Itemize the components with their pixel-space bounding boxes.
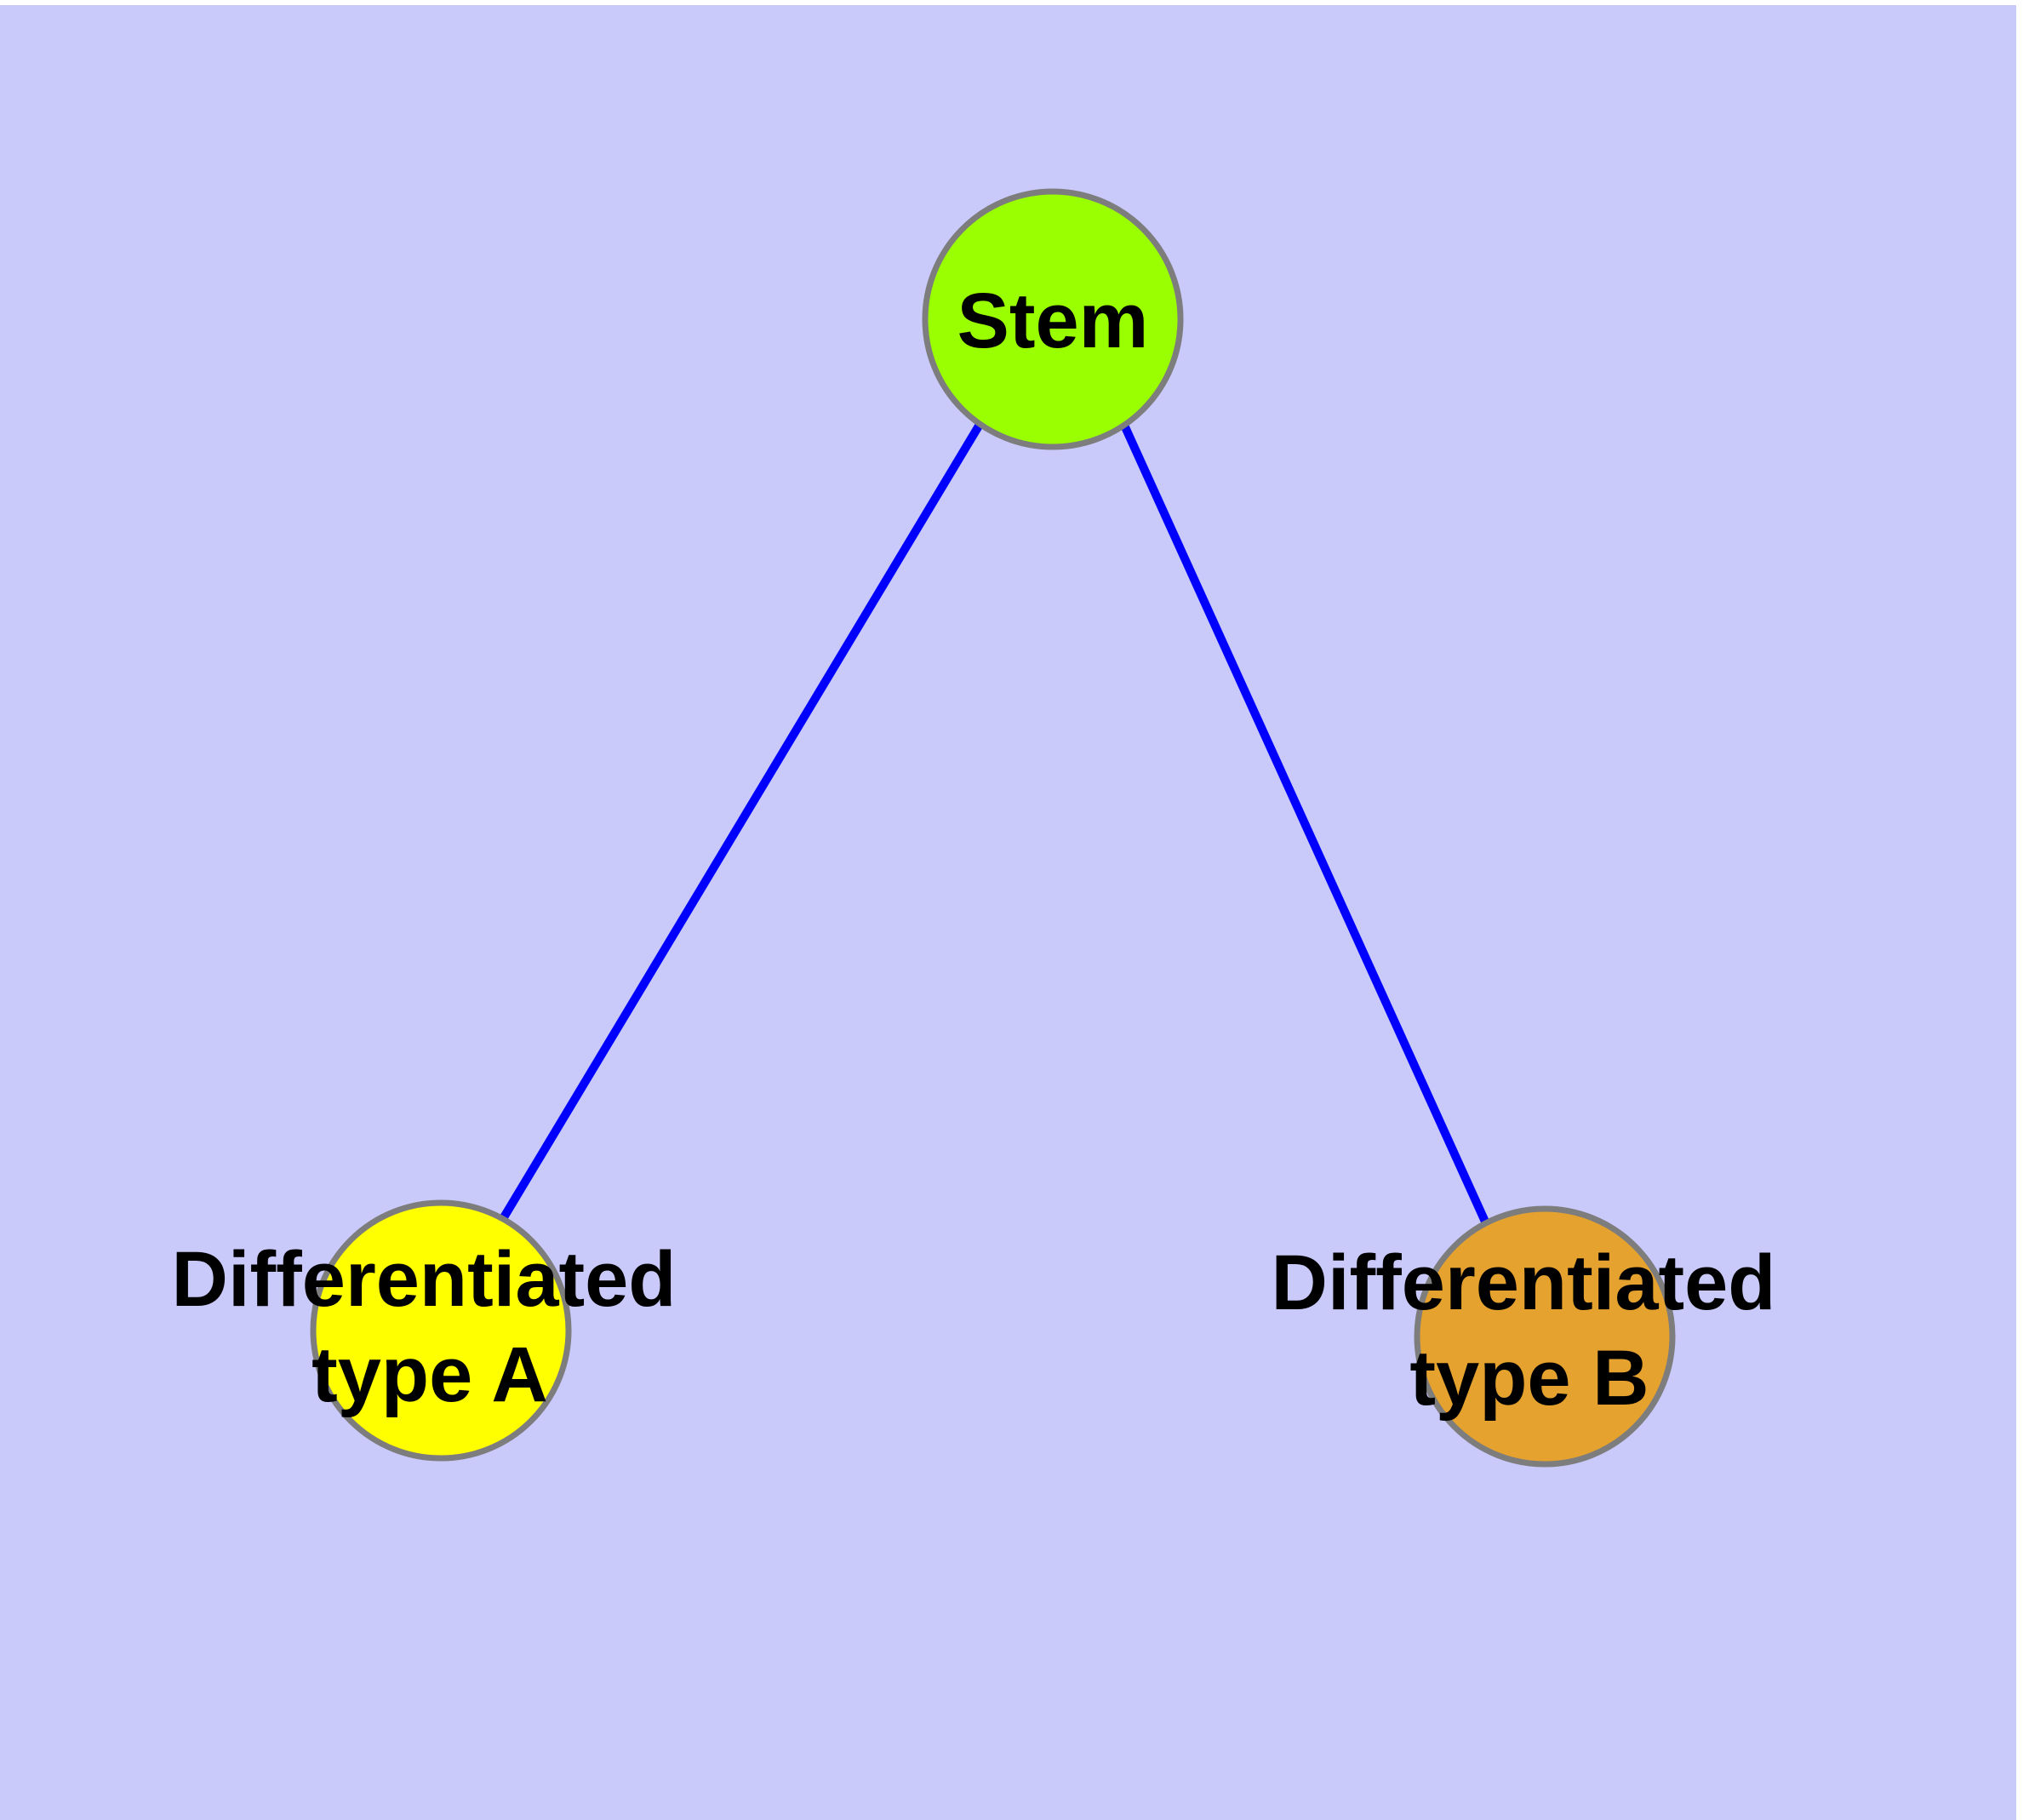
node-differentiated-type-b[interactable]: Differentiated type B [1272,1205,1776,1468]
plot-area: Stem Differentiated type A Differentiate… [0,5,2016,1820]
edges-group [500,419,1489,1224]
node-differentiated-type-b-label-line2: type B [1409,1335,1649,1422]
edge-stem-to-differentiated-type-b[interactable] [1118,419,1489,1224]
graph-svg: Stem Differentiated type A Differentiate… [172,188,1776,1468]
node-differentiated-type-a-label-line1: Differentiated [172,1236,677,1323]
node-stem-label: Stem [957,278,1149,364]
node-stem-circle[interactable] [922,188,1184,450]
node-differentiated-type-a[interactable]: Differentiated type A [172,1199,677,1462]
edge-stem-to-differentiated-type-a[interactable] [500,421,985,1220]
node-differentiated-type-b-label-line1: Differentiated [1272,1239,1776,1326]
node-differentiated-type-a-label-line2: type A [311,1331,548,1418]
nodes-group: Stem Differentiated type A Differentiate… [172,188,1776,1468]
node-stem[interactable]: Stem [922,188,1184,450]
node-differentiated-type-a-circle[interactable] [310,1199,572,1462]
node-differentiated-type-b-circle[interactable] [1414,1205,1676,1468]
